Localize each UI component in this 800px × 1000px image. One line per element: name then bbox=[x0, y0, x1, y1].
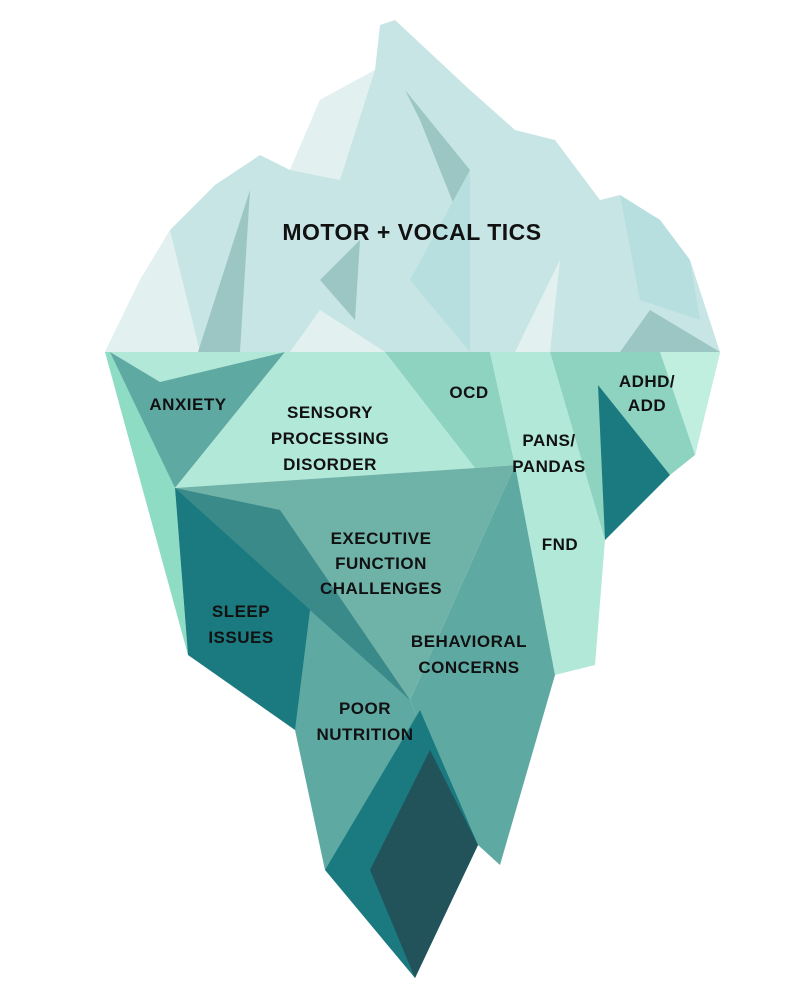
label-anxiety: ANXIETY bbox=[149, 395, 226, 414]
label-fnd: FND bbox=[542, 535, 578, 554]
label-sensory-3: DISORDER bbox=[283, 455, 377, 474]
label-executive-2: FUNCTION bbox=[335, 554, 427, 573]
label-behavioral-1: BEHAVIORAL bbox=[411, 632, 527, 651]
label-executive-1: EXECUTIVE bbox=[331, 529, 432, 548]
label-executive-3: CHALLENGES bbox=[320, 579, 442, 598]
label-ocd: OCD bbox=[449, 383, 488, 402]
title-motor-vocal-tics: MOTOR + VOCAL TICS bbox=[282, 219, 541, 245]
label-sleep-2: ISSUES bbox=[208, 628, 273, 647]
label-nutrition-1: POOR bbox=[339, 699, 391, 718]
label-adhd-2: ADD bbox=[628, 396, 666, 415]
label-sensory-1: SENSORY bbox=[287, 403, 373, 422]
label-adhd-1: ADHD/ bbox=[619, 372, 675, 391]
label-pans-1: PANS/ bbox=[522, 431, 575, 450]
label-sensory-2: PROCESSING bbox=[271, 429, 389, 448]
label-pans-2: PANDAS bbox=[512, 457, 586, 476]
label-sleep-1: SLEEP bbox=[212, 602, 270, 621]
label-nutrition-2: NUTRITION bbox=[316, 725, 413, 744]
iceberg-underwater bbox=[105, 352, 720, 978]
iceberg-tip bbox=[105, 20, 720, 352]
label-behavioral-2: CONCERNS bbox=[418, 658, 519, 677]
